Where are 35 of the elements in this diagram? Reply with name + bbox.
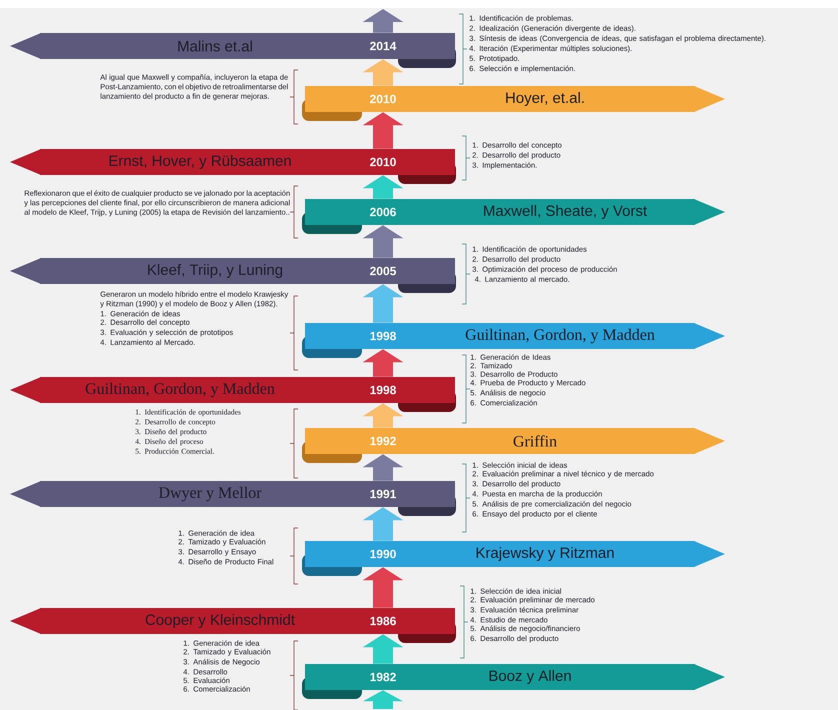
author-name: Guiltinan, Gordon, y Madden: [86, 382, 275, 398]
ribbon-arrow: [10, 481, 456, 516]
author-name: Ernst, Hover, y Rübsaamen: [110, 155, 291, 169]
year-label: 1990: [370, 550, 396, 558]
year-label: 1991: [370, 490, 396, 498]
ribbon-arrow: [302, 199, 725, 234]
ribbon-arrow: [10, 258, 456, 293]
author-name: Malins et.al: [178, 40, 252, 52]
author-name: Krajewsky y Ritzman: [476, 547, 614, 561]
year-label: 1998: [370, 386, 396, 394]
year-label: 2006: [370, 208, 396, 216]
author-name: Dwyer y Mellor: [158, 486, 262, 502]
ribbon-arrow: [302, 541, 725, 576]
author-name: Cooper y Kleinschmidt: [146, 614, 295, 628]
author-name: Booz y Allen: [490, 670, 571, 684]
ribbon-arrow: [10, 33, 456, 68]
author-name: Maxwell, Sheate, y Vorst: [484, 205, 648, 219]
year-label: 2014: [370, 42, 396, 50]
year-label: 1986: [370, 616, 396, 626]
year-label: 1998: [370, 332, 396, 340]
year-label: 2010: [370, 158, 396, 166]
author-name: Griffin: [514, 435, 557, 447]
year-label: 1992: [370, 436, 396, 446]
author-name: Guiltinan, Gordon, y Madden: [466, 328, 655, 344]
year-label: 2010: [370, 94, 396, 104]
author-name: Hoyer, et.al.: [506, 92, 584, 106]
ribbon-arrow: [302, 323, 725, 358]
ribbon-arrow: [302, 86, 725, 121]
ribbon-arrow: [302, 664, 725, 699]
author-name: Kleef, Triip, y Luning: [148, 264, 282, 278]
ribbon-arrow: [302, 428, 725, 463]
chevron-arrow: [363, 690, 403, 709]
ribbon-arrow: [10, 149, 456, 184]
year-label: 1982: [370, 672, 396, 682]
year-label: 2005: [370, 266, 396, 276]
